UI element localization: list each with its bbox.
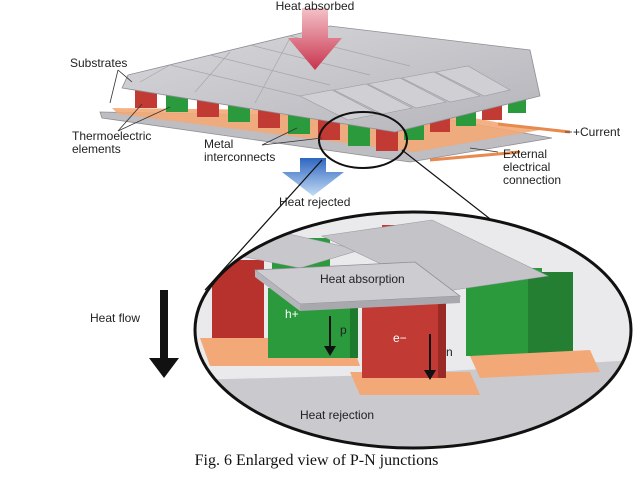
label-heat-absorbed: Heat absorbed [276,0,355,13]
label-heat-absorption: Heat absorption [320,272,405,286]
top-plate-grid [139,35,411,104]
label-heat-flow: Heat flow [90,311,140,325]
label-p: p [340,323,347,337]
label-heat-rejection: Heat rejection [300,408,374,422]
label-heat-rejected: Heat rejected [279,195,350,209]
p-current-arrow [324,316,336,356]
heat-absorbed-arrow [288,8,342,70]
enlarged-oval-border [193,210,633,450]
module-overview [99,8,572,291]
peltier-module-diagram: Heat absorbed Substrates Thermoelectric … [70,0,633,450]
enlarged-view [193,210,633,450]
leader-lines [109,69,572,153]
label-e-minus: e− [393,331,407,345]
top-substrate [121,25,541,133]
figure-caption: Fig. 6 Enlarged view of P-N junctions [194,452,439,469]
label-external-2: electrical [503,160,550,174]
callout-circle [318,111,408,169]
label-external-3: connection [503,173,561,187]
label-thermoelectric-2: elements [72,142,121,156]
heat-rejected-arrow [282,158,344,196]
external-wire [429,150,521,162]
label-thermoelectric-1: Thermoelectric [72,129,151,143]
n-current-arrow [424,334,436,380]
label-metal-1: Metal [204,137,233,151]
heat-flow-arrow [149,290,179,378]
label-n: n [446,345,453,359]
label-external-1: External [503,147,547,161]
current-wire [497,122,571,134]
label-substrates: Substrates [70,56,127,70]
label-current: +Current [573,125,621,139]
label-h-plus: h+ [285,307,299,321]
n-type-element [362,300,446,378]
label-metal-2: interconnects [204,150,275,164]
zoom-line-left [204,159,323,291]
